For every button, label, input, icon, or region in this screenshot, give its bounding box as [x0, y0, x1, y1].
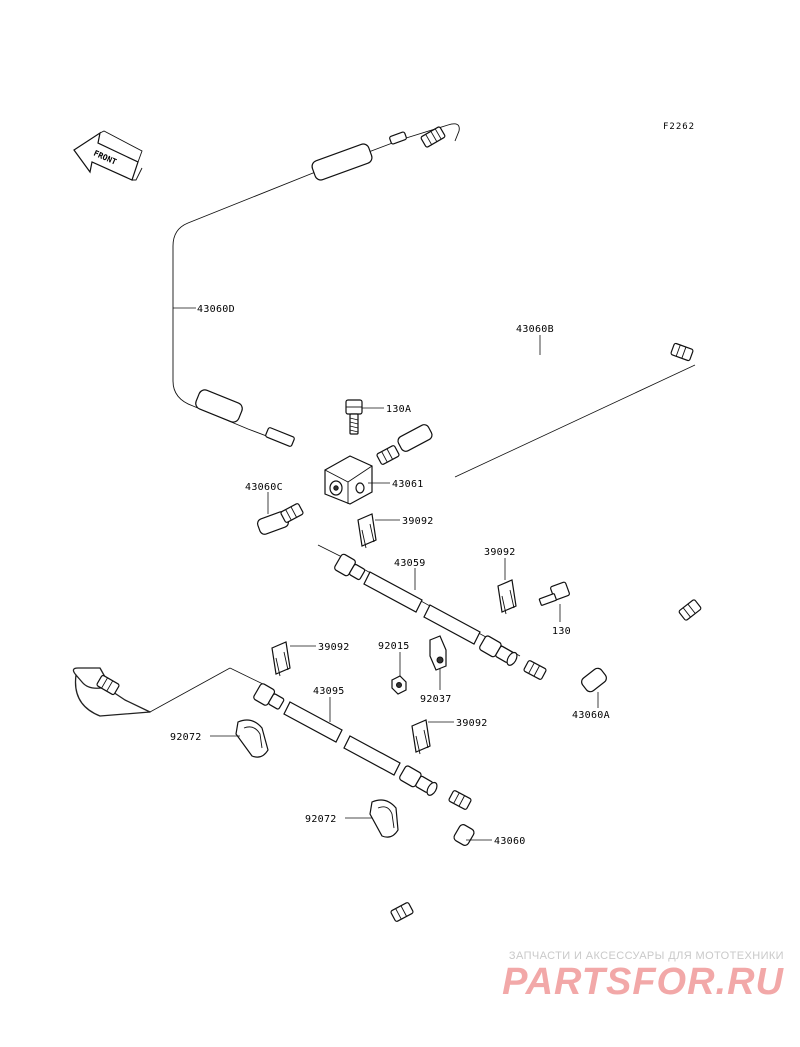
label-39092-d: 39092: [456, 718, 488, 729]
label-130: 130: [552, 626, 571, 637]
label-39092-a: 39092: [402, 516, 434, 527]
clip-39092-b: [497, 579, 517, 615]
pipe-43060: [390, 790, 477, 922]
label-92015: 92015: [378, 641, 410, 652]
label-130a: 130A: [386, 404, 411, 415]
label-43060a: 43060A: [572, 710, 610, 721]
label-43060: 43060: [494, 836, 526, 847]
label-92037: 92037: [420, 694, 452, 705]
band-92072-a: [235, 719, 269, 758]
pipe-43060d: [168, 121, 460, 447]
nut-92015: [391, 675, 407, 695]
bolt-130: [538, 581, 570, 606]
leader-lines: [173, 307, 599, 841]
clip-39092-c: [271, 641, 291, 677]
clamp-92037: [429, 635, 447, 671]
label-92072-a: 92072: [170, 732, 202, 743]
watermark-logo: PARTSFOR.RU: [502, 961, 784, 1003]
label-43060d: 43060D: [197, 304, 235, 315]
watermark-tagline: ЗАПЧАСТИ И АКСЕССУАРЫ ДЛЯ МОТОТЕХНИКИ: [508, 950, 784, 962]
label-43060c: 43060C: [245, 482, 283, 493]
pipe-43060a: [523, 599, 702, 693]
label-43060b: 43060B: [516, 324, 554, 335]
clip-39092-a: [357, 513, 377, 549]
hose-43095: [253, 683, 438, 796]
band-92072-b: [369, 799, 399, 838]
joint-43061: [324, 455, 373, 505]
figure-code: F2262: [663, 122, 695, 132]
label-92072-b: 92072: [305, 814, 337, 825]
hose-43059: [317, 544, 521, 666]
label-39092-b: 39092: [484, 547, 516, 558]
bolt-130a: [345, 399, 363, 435]
pipe-43060c: [72, 503, 304, 717]
watermark: ЗАПЧАСТИ И АКСЕССУАРЫ ДЛЯ МОТОТЕХНИКИ PA…: [502, 950, 784, 1002]
front-arrow-icon: FRONT: [73, 130, 143, 181]
label-43095: 43095: [313, 686, 345, 697]
label-43061: 43061: [392, 479, 424, 490]
part-labels: 43060D 43060B 130A 43060C 43061 39092 43…: [170, 304, 610, 847]
clip-39092-d: [411, 719, 431, 755]
label-43059: 43059: [394, 558, 426, 569]
pipe-43060b: [376, 313, 696, 478]
label-39092-c: 39092: [318, 642, 350, 653]
